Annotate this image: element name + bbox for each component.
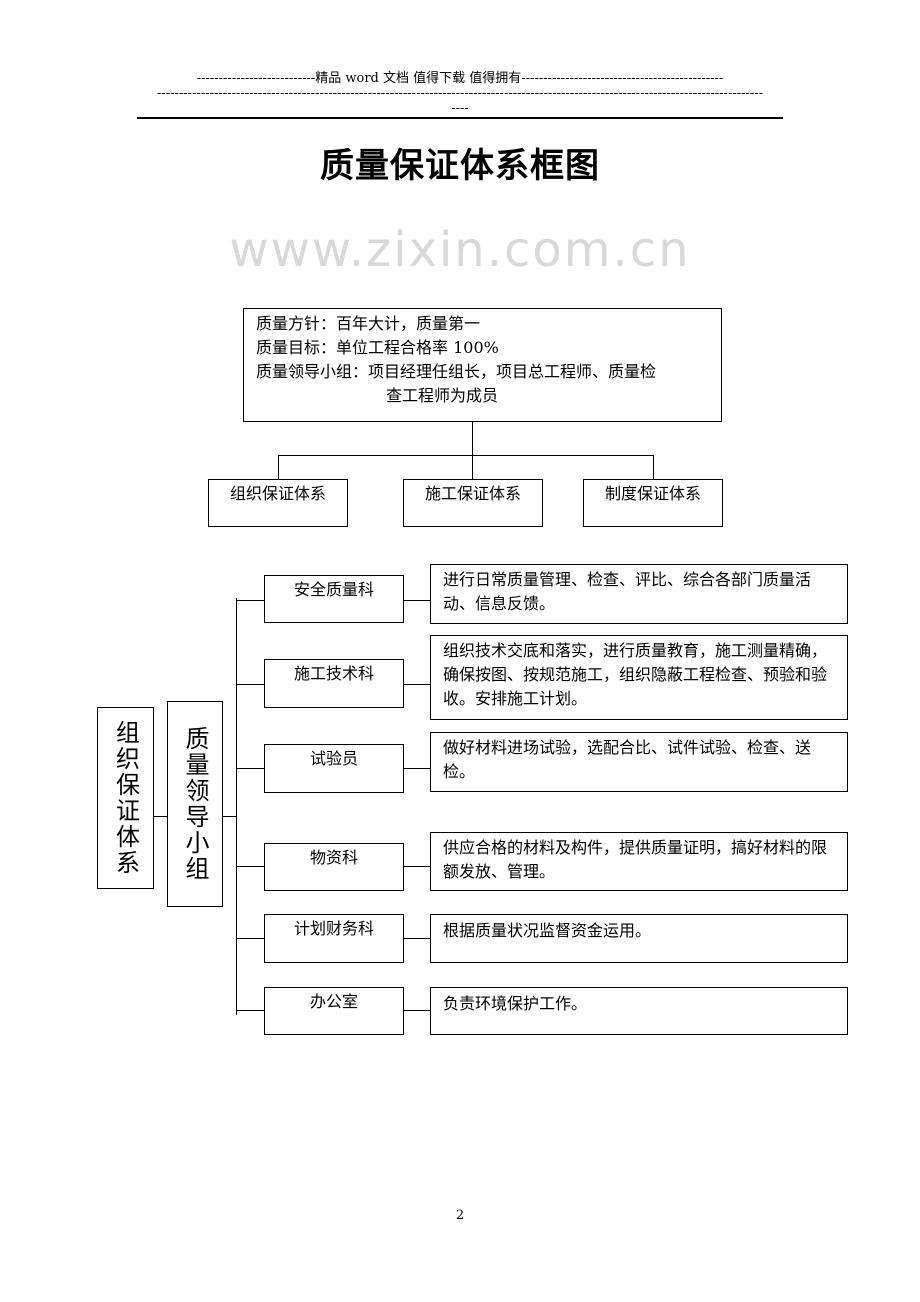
quality-policy-box: 质量方针：百年大计，质量第一 质量目标：单位工程合格率 100% 质量领导小组：…	[243, 308, 722, 422]
connector	[236, 768, 264, 769]
policy-line: 质量目标：单位工程合格率 100%	[256, 338, 499, 357]
duty-box: 负责环境保护工作。	[430, 987, 848, 1035]
page-number: 2	[455, 1208, 465, 1223]
duty-box: 根据质量状况监督资金运用。	[430, 914, 848, 963]
connector	[403, 938, 430, 939]
duty-box: 供应合格的材料及构件，提供质量证明，搞好材料的限额发放、管理。	[430, 832, 848, 891]
system-box-organization: 组织保证体系	[208, 479, 348, 527]
connector	[403, 1010, 430, 1011]
policy-line: 质量领导小组：项目经理任组长，项目总工程师、质量检	[256, 362, 657, 381]
department-box: 物资科	[264, 843, 404, 891]
department-box: 安全质量科	[264, 575, 404, 623]
header-banner: ---------------------------精品 word 文档 值得…	[196, 71, 724, 86]
connector	[236, 1010, 264, 1011]
connector	[222, 816, 236, 817]
trunk-line	[236, 598, 237, 1015]
header-rule	[137, 117, 783, 119]
header-dash-line: ----------------------------------------…	[156, 86, 764, 101]
organization-system-box: 组织保证体系	[97, 707, 154, 889]
policy-line: 质量方针：百年大计，质量第一	[256, 314, 481, 333]
department-box: 试验员	[264, 744, 404, 793]
connector	[278, 455, 279, 479]
duty-box: 进行日常质量管理、检查、评比、综合各部门质量活动、信息反馈。	[430, 564, 848, 624]
connector	[153, 816, 167, 817]
connector	[236, 938, 264, 939]
connector	[403, 600, 430, 601]
department-box: 办公室	[264, 987, 404, 1035]
system-box-construction: 施工保证体系	[403, 479, 543, 527]
leadership-group-box: 质量领导小组	[167, 701, 223, 907]
connector	[653, 455, 654, 479]
department-box: 施工技术科	[264, 659, 404, 708]
duty-box: 组织技术交底和落实，进行质量教育，施工测量精确，确保按图、按规范施工，组织隐蔽工…	[430, 635, 848, 720]
connector	[236, 600, 264, 601]
duty-box: 做好材料进场试验，选配合比、试件试验、检查、送检。	[430, 732, 848, 792]
header-dash-tail: ----	[451, 101, 469, 116]
connector	[278, 455, 654, 456]
connector	[472, 455, 473, 479]
policy-line: 查工程师为成员	[386, 386, 499, 405]
connector	[403, 768, 430, 769]
connector	[403, 866, 430, 867]
connector	[236, 866, 264, 867]
system-box-regulation: 制度保证体系	[583, 479, 723, 527]
page-title: 质量保证体系框图	[320, 146, 600, 186]
department-box: 计划财务科	[264, 914, 404, 963]
watermark: www.zixin.com.cn	[229, 222, 691, 278]
connector	[472, 421, 473, 455]
connector	[236, 684, 264, 685]
connector	[403, 684, 430, 685]
